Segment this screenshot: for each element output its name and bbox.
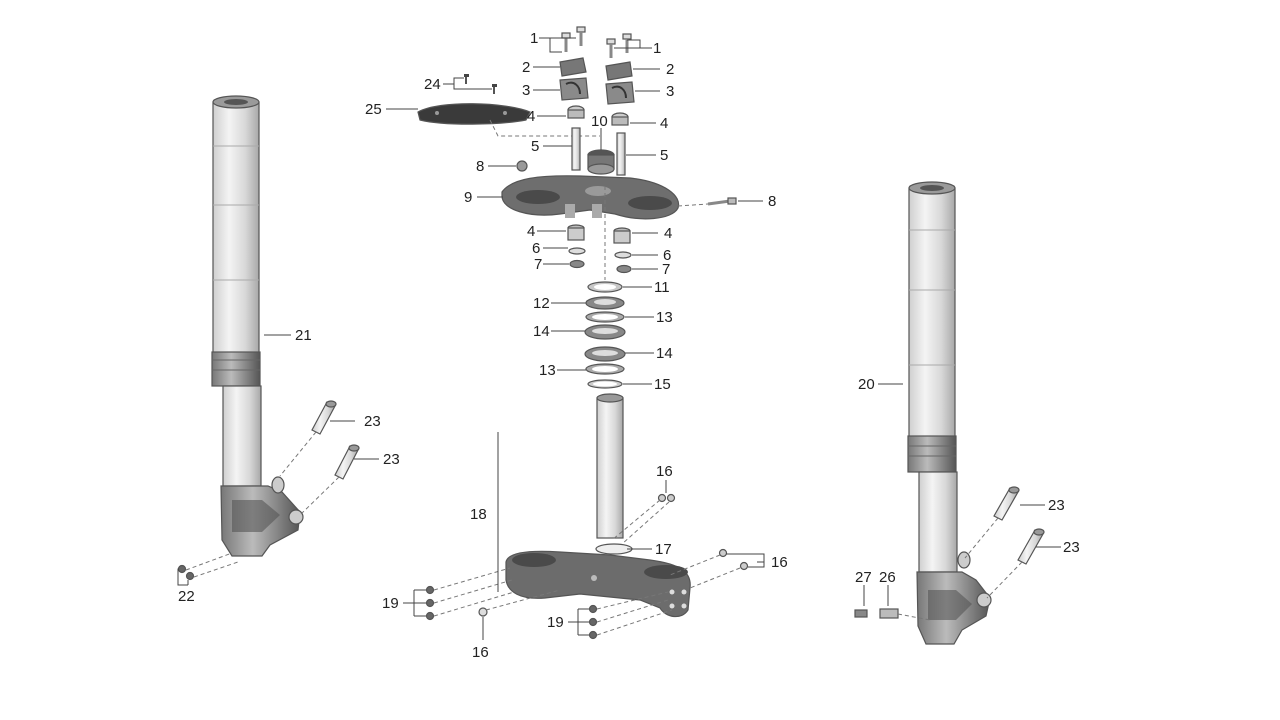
callout-6: 6 — [663, 247, 671, 264]
lower-triple-clamp — [505, 550, 691, 618]
callout-19: 19 — [547, 614, 564, 631]
callout-12: 12 — [533, 295, 550, 312]
steering-stem-nut — [587, 149, 615, 175]
left-axle-pin-upper — [311, 400, 337, 435]
callout-4: 4 — [664, 225, 672, 242]
leader-lines — [177, 37, 1061, 640]
callout-18: 18 — [470, 506, 487, 523]
callout-13: 13 — [656, 309, 673, 326]
left-fork-leg — [211, 95, 304, 557]
callout-5: 5 — [660, 147, 668, 164]
callout-24: 24 — [424, 76, 441, 93]
lower-nuts — [569, 259, 632, 274]
cover-plate-screws — [464, 74, 497, 94]
callout-23: 23 — [383, 451, 400, 468]
callout-10: 10 — [591, 113, 608, 130]
callout-23: 23 — [1048, 497, 1065, 514]
upper-bushings — [567, 105, 629, 126]
callout-16: 16 — [472, 644, 489, 661]
callout-11: 11 — [654, 279, 670, 296]
steering-stem — [596, 393, 624, 539]
callout-3: 3 — [666, 83, 674, 100]
right-leg-bolt-washer — [854, 608, 931, 621]
callout-23: 23 — [364, 413, 381, 430]
callout-2: 2 — [666, 61, 674, 78]
callout-1: 1 — [530, 30, 538, 47]
callout-4: 4 — [527, 223, 535, 240]
handlebar-clamp-bases — [559, 77, 635, 105]
callout-21: 21 — [295, 327, 312, 344]
lower-bushings — [567, 224, 631, 244]
callout-14: 14 — [656, 345, 673, 362]
right-fork-leg — [907, 181, 992, 645]
clamp-studs — [571, 127, 626, 176]
callout-16: 16 — [656, 463, 673, 480]
callout-2: 2 — [522, 59, 530, 76]
callout-23: 23 — [1063, 539, 1080, 556]
callout-4: 4 — [527, 108, 535, 125]
callout-7: 7 — [662, 261, 670, 278]
callout-16: 16 — [771, 554, 788, 571]
callout-1: 1 — [653, 40, 661, 57]
callout-9: 9 — [464, 189, 472, 206]
right-axle-pin-lower — [1017, 528, 1045, 565]
callout-27: 27 — [855, 569, 872, 586]
handlebar-clamp-bolts — [561, 26, 632, 58]
top-triple-clamp — [501, 175, 680, 220]
callout-6: 6 — [532, 240, 540, 257]
left-axle-pin-lower — [334, 444, 360, 480]
handlebar-clamp-caps — [559, 57, 633, 81]
bearing-stack — [584, 281, 626, 389]
callout-15: 15 — [654, 376, 671, 393]
callout-3: 3 — [522, 82, 530, 99]
small-washers — [478, 493, 749, 617]
callout-17: 17 — [655, 541, 672, 558]
callout-8: 8 — [768, 193, 776, 210]
callout-labels: 1 1 2 2 3 3 4 4 4 4 5 5 6 6 7 7 8 8 9 10… — [178, 30, 1080, 661]
callout-25: 25 — [365, 101, 382, 118]
callout-14: 14 — [533, 323, 550, 340]
callout-22: 22 — [178, 588, 195, 605]
callout-4: 4 — [660, 115, 668, 132]
callout-5: 5 — [531, 138, 539, 155]
lower-washers — [568, 247, 632, 259]
stem-seal — [595, 543, 633, 555]
callout-20: 20 — [858, 376, 875, 393]
pinch-bolt — [677, 197, 737, 207]
callout-13: 13 — [539, 362, 556, 379]
upper-plug — [516, 160, 528, 172]
callout-26: 26 — [879, 569, 896, 586]
pinch-bolts-lower — [425, 567, 673, 640]
callout-8: 8 — [476, 158, 484, 175]
callout-19: 19 — [382, 595, 399, 612]
callout-7: 7 — [534, 256, 542, 273]
left-clamp-bolts — [177, 552, 239, 581]
right-axle-pin-upper — [993, 486, 1020, 521]
top-cover-plate — [417, 103, 531, 125]
